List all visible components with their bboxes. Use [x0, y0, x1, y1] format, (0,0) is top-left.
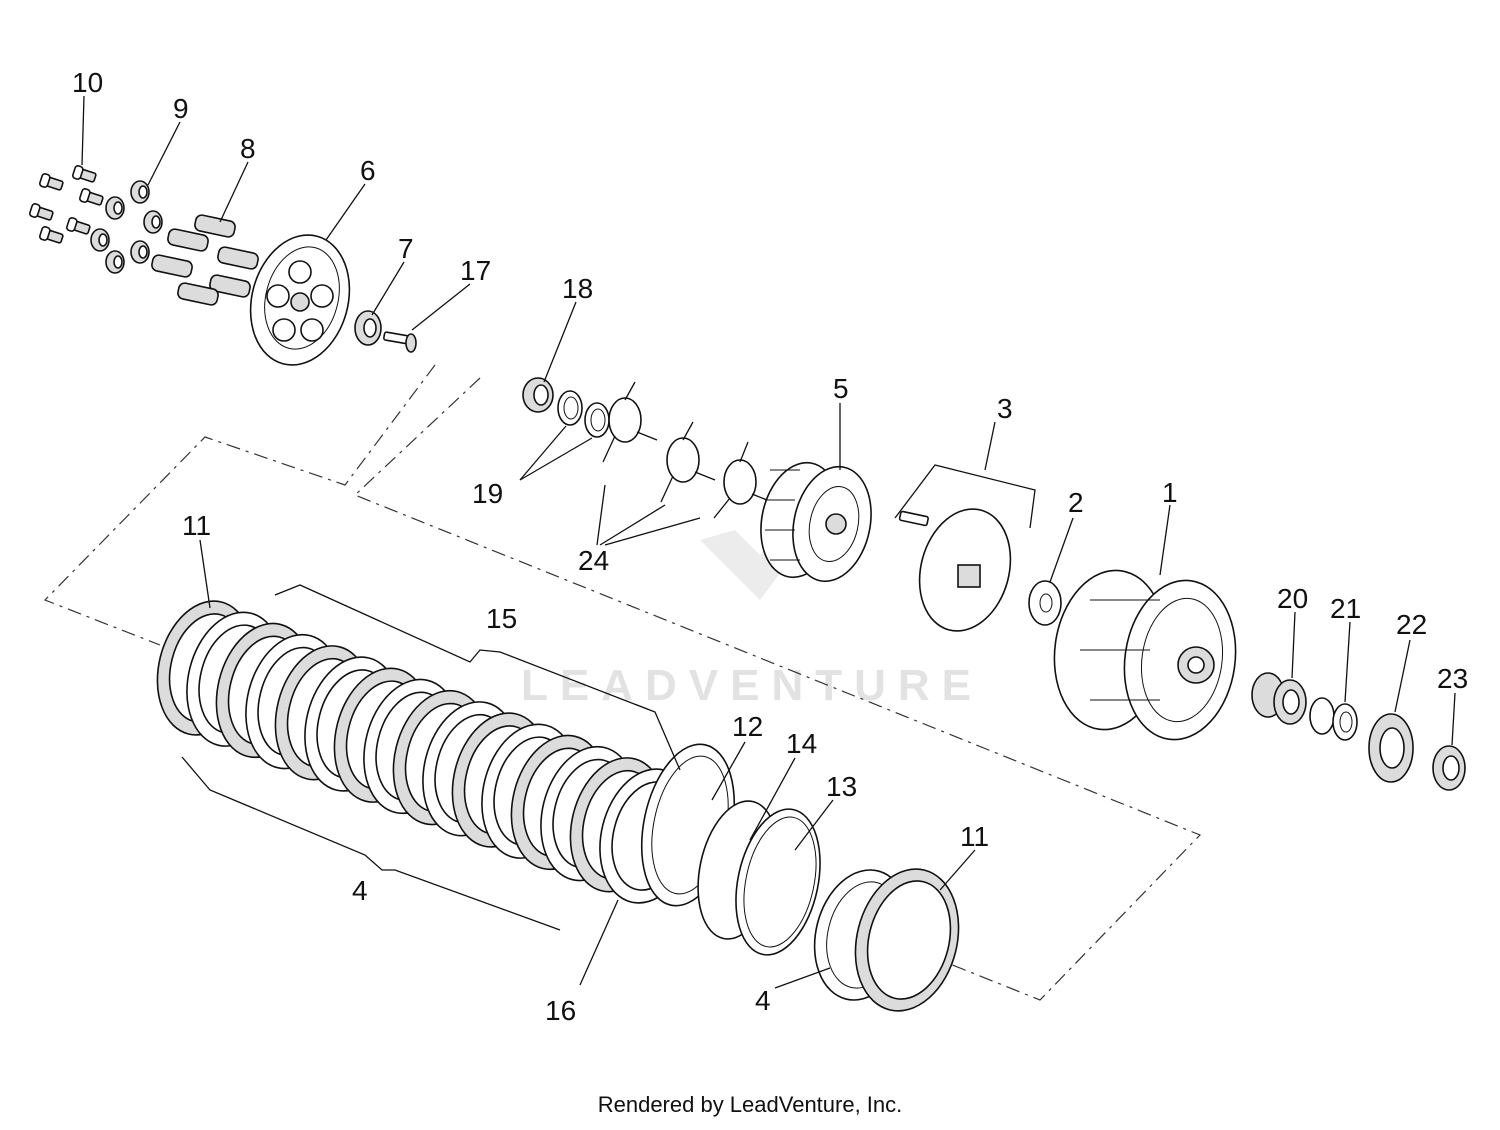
leader-lines: [81, 95, 1456, 989]
star-plates: [602, 381, 773, 519]
seal: [1432, 745, 1466, 791]
callout-11-top: 11: [182, 510, 211, 541]
callout-1: 1: [1162, 477, 1178, 508]
callout-17: 17: [460, 255, 491, 286]
callout-2: 2: [1068, 487, 1084, 518]
callout-20: 20: [1277, 583, 1308, 614]
callout-11-bottom: 11: [960, 821, 989, 852]
nut: [522, 377, 554, 413]
pushrod: [383, 331, 417, 353]
callout-21: 21: [1330, 593, 1361, 624]
washers: [557, 390, 610, 438]
footer-credit: Rendered by LeadVenture, Inc.: [597, 1092, 903, 1117]
thrust-washer: [1028, 580, 1062, 626]
callout-22: 22: [1396, 609, 1427, 640]
gear-ring: [1368, 713, 1414, 783]
callout-8: 8: [240, 133, 256, 164]
bushing: [1309, 697, 1358, 741]
callout-24: 24: [578, 545, 609, 576]
pressure-plate: [249, 234, 351, 366]
callout-12: 12: [732, 711, 763, 742]
assembly-guide-lines: [43, 364, 1202, 1001]
callout-14: 14: [786, 728, 817, 759]
callout-6: 6: [360, 155, 376, 186]
callout-9: 9: [173, 93, 189, 124]
backing-plate: [898, 508, 1012, 632]
callout-18: 18: [562, 273, 593, 304]
springs: [151, 214, 259, 306]
bearing: [354, 310, 382, 346]
callout-23: 23: [1437, 663, 1468, 694]
callout-15: 15: [486, 603, 517, 634]
needle-bearing: [1251, 672, 1307, 725]
callout-19: 19: [472, 478, 503, 509]
callout-labels: 10 9 8 6 7 17 18 5 3 2 1 19 24 11 15 20 …: [72, 67, 1468, 1026]
callout-13: 13: [826, 771, 857, 802]
callout-4-bottom: 4: [755, 985, 771, 1016]
callout-10: 10: [72, 67, 103, 98]
callout-7: 7: [398, 233, 414, 264]
inner-hub: [760, 461, 872, 583]
callout-16: 16: [545, 995, 576, 1026]
callout-5: 5: [833, 373, 849, 404]
callout-3: 3: [997, 393, 1013, 424]
watermark-text: LEADVENTURE: [521, 661, 983, 710]
clutch-housing: [1053, 569, 1237, 741]
spring-cups: [90, 180, 163, 274]
end-disc-pair: [813, 868, 960, 1012]
callout-4-left: 4: [352, 875, 368, 906]
bolts: [29, 165, 104, 244]
clutch-disc-stack: [156, 600, 696, 904]
